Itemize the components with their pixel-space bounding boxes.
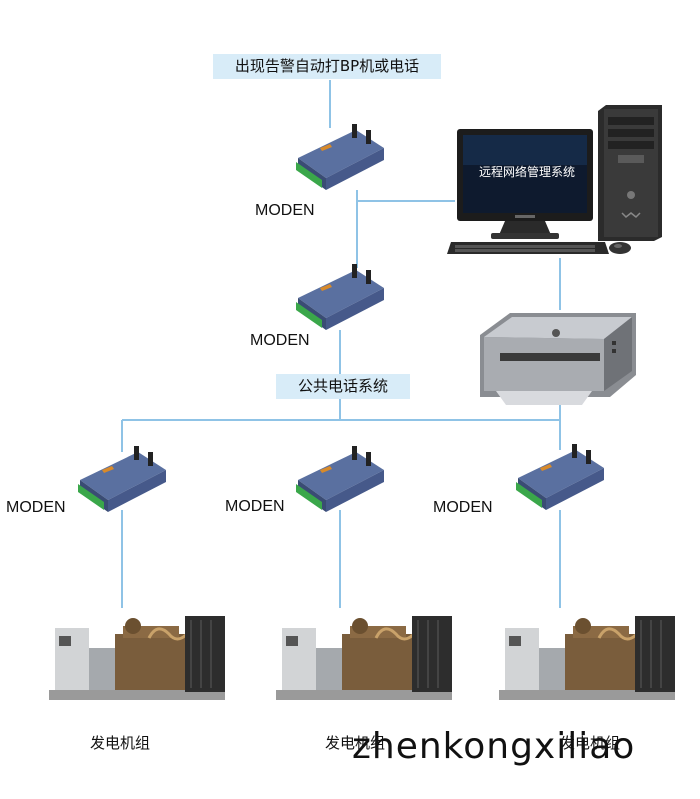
modem-label: MODEN — [250, 332, 310, 349]
monitor-icon — [457, 129, 593, 239]
mouse-icon — [609, 242, 631, 254]
watermark-text: zhenkongxiliao — [352, 726, 636, 767]
modem-icon — [516, 444, 604, 510]
modem-icon — [296, 264, 384, 330]
screen-text: 远程网络管理系统 — [478, 165, 575, 179]
generator-icon — [499, 616, 675, 700]
modem-icon — [78, 446, 166, 512]
generator-label: 发电机组 — [560, 734, 621, 752]
alarm-notification-label: 出现告警自动打BP机或电话 — [213, 54, 441, 79]
modem-icon — [296, 446, 384, 512]
keyboard-icon — [447, 242, 609, 254]
generator-label: 发电机组 — [325, 734, 386, 752]
pc-tower-icon — [598, 105, 662, 241]
modem-label: MODEN — [255, 202, 315, 219]
generator-label: 发电机组 — [90, 734, 151, 752]
modem-icon — [296, 124, 384, 190]
modem-label: MODEN — [225, 498, 285, 515]
modem-label: MODEN — [6, 499, 66, 516]
generator-icon — [49, 616, 225, 700]
generator-icon — [276, 616, 452, 700]
printer-icon — [480, 313, 636, 405]
public-phone-system-label: 公共电话系统 — [276, 374, 410, 399]
modem-label: MODEN — [433, 499, 493, 516]
